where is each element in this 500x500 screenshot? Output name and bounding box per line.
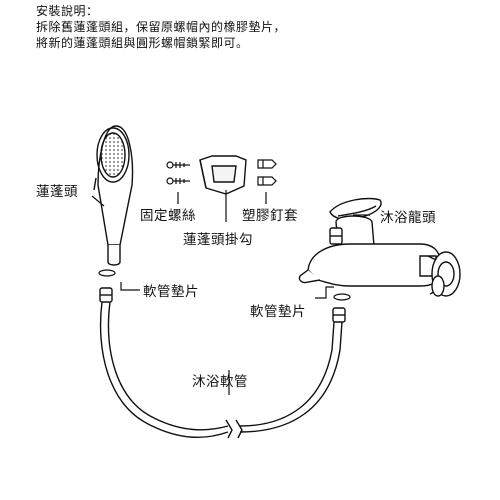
gasket-left-illustration	[98, 269, 116, 277]
shower-hose-illustration	[99, 287, 346, 439]
label-shower-head: 蓮蓬頭	[36, 184, 78, 200]
label-screws: 固定螺絲	[140, 208, 196, 224]
holder-illustration	[199, 155, 247, 195]
instructions-line-2: 將新的蓮蓬頭組與圓形螺帽鎖緊即可。	[36, 36, 249, 50]
label-hose: 沐浴軟管	[192, 374, 248, 390]
leader-lines	[91, 190, 370, 395]
label-hose-gasket-right: 軟管墊片	[250, 304, 306, 320]
shower-head-illustration	[93, 125, 134, 266]
label-anchors: 塑膠釘套	[242, 208, 298, 224]
label-holder: 蓮蓬頭掛勾	[183, 232, 253, 248]
instructions-line-1: 拆除舊蓮蓬頭組，保留原螺帽內的橡膠墊片，	[36, 20, 287, 34]
label-faucet: 沐浴龍頭	[380, 210, 436, 226]
gasket-right-illustration	[333, 293, 351, 301]
faucet-illustration	[298, 197, 461, 297]
instructions-title: 安裝說明：	[36, 4, 99, 18]
label-hose-gasket-left: 軟管墊片	[143, 284, 199, 300]
anchors-illustration	[257, 159, 277, 186]
screws-illustration	[166, 161, 190, 185]
